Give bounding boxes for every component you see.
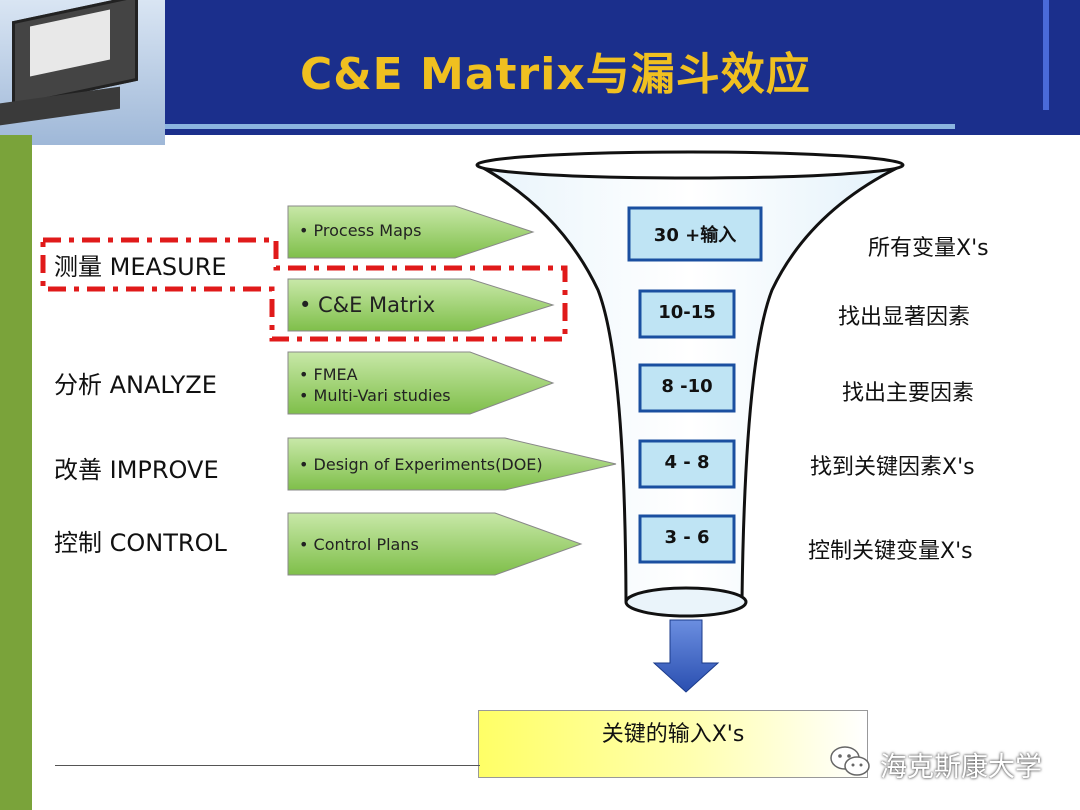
phase-label-measure: 测量 MEASURE [54,253,227,281]
count-box-2-text-wrap: 10-15 [640,302,734,323]
count-box-3 [638,363,736,413]
phase-label-control: 控制 CONTROL [54,529,227,557]
desc-label-1: 所有变量X's [868,236,989,261]
tool-arrow-analyze [287,351,555,415]
phase-label-improve: 改善 IMPROVE [54,456,219,484]
tool-label-ce-matrix: • C&E Matrix [299,293,436,317]
count-label-2: 10-15 [658,302,716,323]
tool-arrow-control [287,512,583,576]
tool-label-fmea: • FMEA [299,365,358,384]
tool-arrow-ce-matrix [287,278,555,332]
measure-highlight-outline [40,237,568,342]
tool-label-process-maps: • Process Maps [299,221,422,240]
tool-label-multi-vari: • Multi-Vari studies [299,386,451,405]
funnel-bottom-rim [624,586,748,618]
desc-label-4: 找到关键因素X's [810,455,975,480]
count-box-5 [638,514,736,564]
monitor-graphic [0,0,165,145]
count-box-5-text-wrap: 3 - 6 [640,527,734,548]
tool-arrow-process-maps [287,205,535,259]
tool-arrow-improve [287,437,617,491]
down-arrow-icon [652,619,720,693]
result-box: 关键的输入X's [478,710,868,778]
count-label-4: 4 - 8 [664,452,710,473]
count-box-1-text-wrap: 30 +输入 [629,221,761,247]
count-box-4 [638,439,736,489]
count-box-1 [627,206,763,262]
desc-label-3: 找出主要因素 [842,381,975,406]
footer-rule [55,765,480,766]
result-label: 关键的输入X's [601,722,745,747]
watermark-text: 海克斯康大学 [880,752,1042,783]
slide-title: C&E Matrix与漏斗效应 [300,49,811,100]
header-banner [0,0,1080,135]
wechat-icon [830,746,870,776]
phase-label-analyze: 分析 ANALYZE [54,371,217,399]
count-label-1: 30 +输入 [653,225,737,246]
header-underline [90,124,955,129]
count-box-4-text-wrap: 4 - 8 [640,452,734,473]
funnel-top-rim [475,150,905,180]
left-accent-bar [0,135,32,810]
header-accent-stripe [1043,0,1049,110]
count-label-3: 8 -10 [661,376,713,397]
desc-label-5: 控制关键变量X's [808,539,973,564]
desc-label-2: 找出显著因素 [838,305,971,330]
count-label-5: 3 - 6 [664,527,710,548]
tool-label-control-plans: • Control Plans [299,535,419,554]
count-box-3-text-wrap: 8 -10 [640,376,734,397]
tool-label-doe: • Design of Experiments(DOE) [299,455,543,474]
count-box-2 [638,289,736,339]
